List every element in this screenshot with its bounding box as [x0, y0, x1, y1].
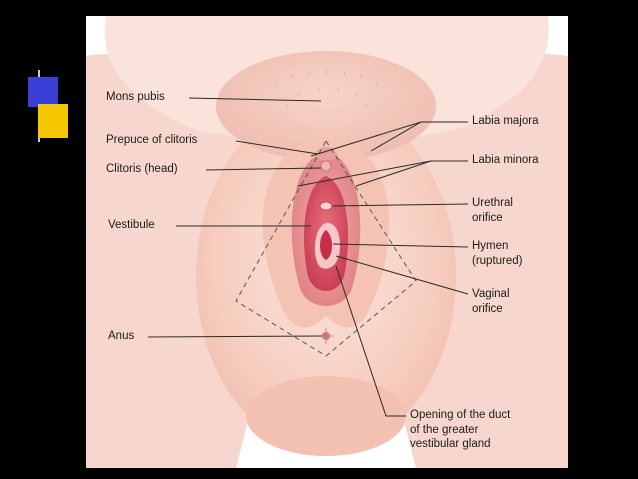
- buttocks-shadow: [246, 376, 406, 456]
- label-hymen-line-2: (ruptured): [472, 254, 523, 267]
- label-urethral-orifice: Urethral orifice: [472, 196, 513, 225]
- leader-labia-majora-2: [370, 121, 422, 152]
- label-hymen: Hymen (ruptured): [472, 239, 523, 268]
- hymen: [320, 230, 332, 260]
- label-clitoris-head: Clitoris (head): [106, 163, 178, 175]
- label-hymen-line-1: Hymen: [472, 240, 509, 252]
- decorative-yellow-square: [38, 104, 68, 138]
- leader-vaginal: [335, 255, 469, 295]
- label-urethral-line-1: Urethral: [472, 197, 513, 209]
- label-duct-line-2: of the greater: [410, 423, 479, 436]
- label-urethral-line-2: orifice: [472, 211, 503, 224]
- label-vaginal-line-1: Vaginal: [472, 288, 510, 300]
- leader-clitoris: [205, 167, 322, 171]
- mons-pubis: [216, 51, 436, 161]
- label-vaginal-orifice: Vaginal orifice: [472, 287, 510, 316]
- label-anus: Anus: [108, 330, 135, 342]
- label-prepuce-of-clitoris: Prepuce of clitoris: [106, 134, 198, 146]
- leader-urethral: [332, 203, 469, 207]
- label-duct-line-1: Opening of the duct: [410, 409, 511, 421]
- label-labia-majora: Labia majora: [472, 115, 539, 127]
- anatomy-diagram-panel: Mons pubis Prepuce of clitoris Clitoris …: [86, 16, 568, 468]
- decorative-blue-square: [28, 77, 58, 107]
- leader-prepuce: [235, 140, 319, 155]
- leader-duct: [335, 265, 406, 417]
- urethral-orifice: [319, 201, 333, 211]
- leader-anus: [147, 335, 323, 338]
- label-greater-vestibular-gland-duct: Opening of the duct of the greater vesti…: [410, 408, 510, 452]
- leader-labia-minora-2: [297, 160, 432, 187]
- label-mons-pubis: Mons pubis: [106, 91, 165, 103]
- label-labia-minora: Labia minora: [472, 154, 539, 166]
- perineal-diamond: [235, 140, 417, 357]
- label-vestibule: Vestibule: [108, 219, 155, 231]
- anatomy-illustration: [86, 16, 568, 468]
- leader-mons-pubis: [188, 97, 322, 102]
- clitoris-head: [320, 160, 332, 172]
- label-duct-line-3: vestibular gland: [410, 438, 491, 451]
- leader-hymen: [332, 243, 469, 248]
- anus: [322, 332, 330, 340]
- label-vaginal-line-2: orifice: [472, 302, 503, 315]
